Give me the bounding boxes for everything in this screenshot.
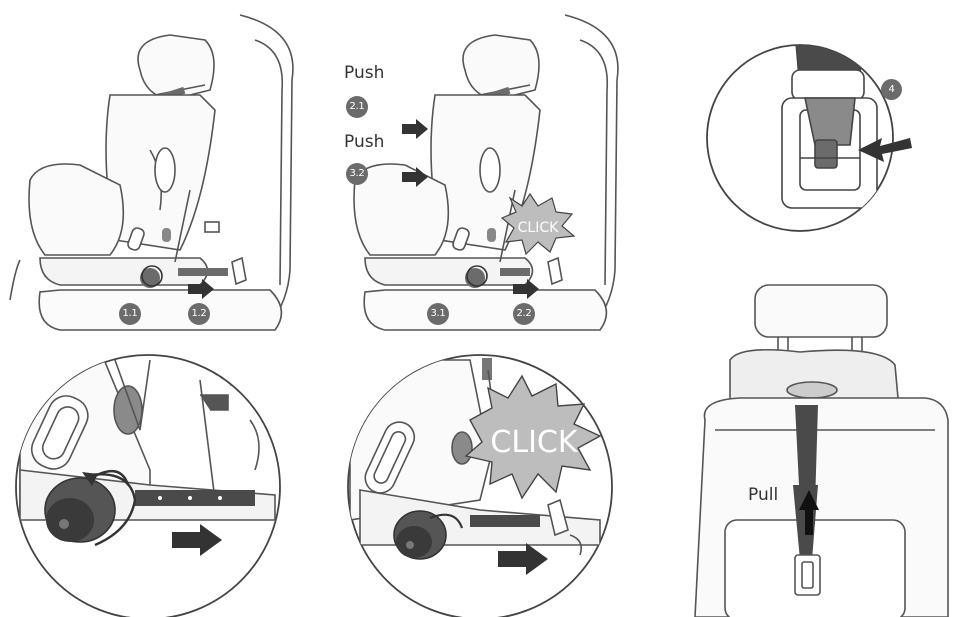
push-label-1: Push bbox=[344, 63, 384, 83]
click-label-large: CLICK bbox=[490, 425, 578, 460]
step-badge-3-2: 3.2 bbox=[346, 163, 368, 185]
step-badge-1-1: 1.1 bbox=[119, 303, 141, 325]
panel-seat-back-pull bbox=[695, 285, 948, 617]
pull-label: Pull bbox=[748, 485, 778, 505]
step-badge-2-1: 2.1 bbox=[346, 96, 368, 118]
panel-seat-step-2-3 bbox=[354, 15, 618, 330]
click-burst-small: CLICK bbox=[502, 194, 574, 254]
click-label-small: CLICK bbox=[518, 220, 559, 236]
push-label-2: Push bbox=[344, 132, 384, 152]
push-arrow-2-1 bbox=[402, 119, 428, 139]
step-badge-3-1: 3.1 bbox=[427, 303, 449, 325]
zoom-circle-buckle bbox=[707, 30, 912, 231]
step-badge-2-2: 2.2 bbox=[513, 303, 535, 325]
step-badge-4: 4 bbox=[881, 79, 902, 100]
panel-seat-step-1 bbox=[10, 15, 293, 330]
zoom-circle-click: CLICK bbox=[348, 355, 612, 617]
step-badge-1-2: 1.2 bbox=[188, 303, 210, 325]
zoom-circle-knob bbox=[16, 350, 280, 617]
